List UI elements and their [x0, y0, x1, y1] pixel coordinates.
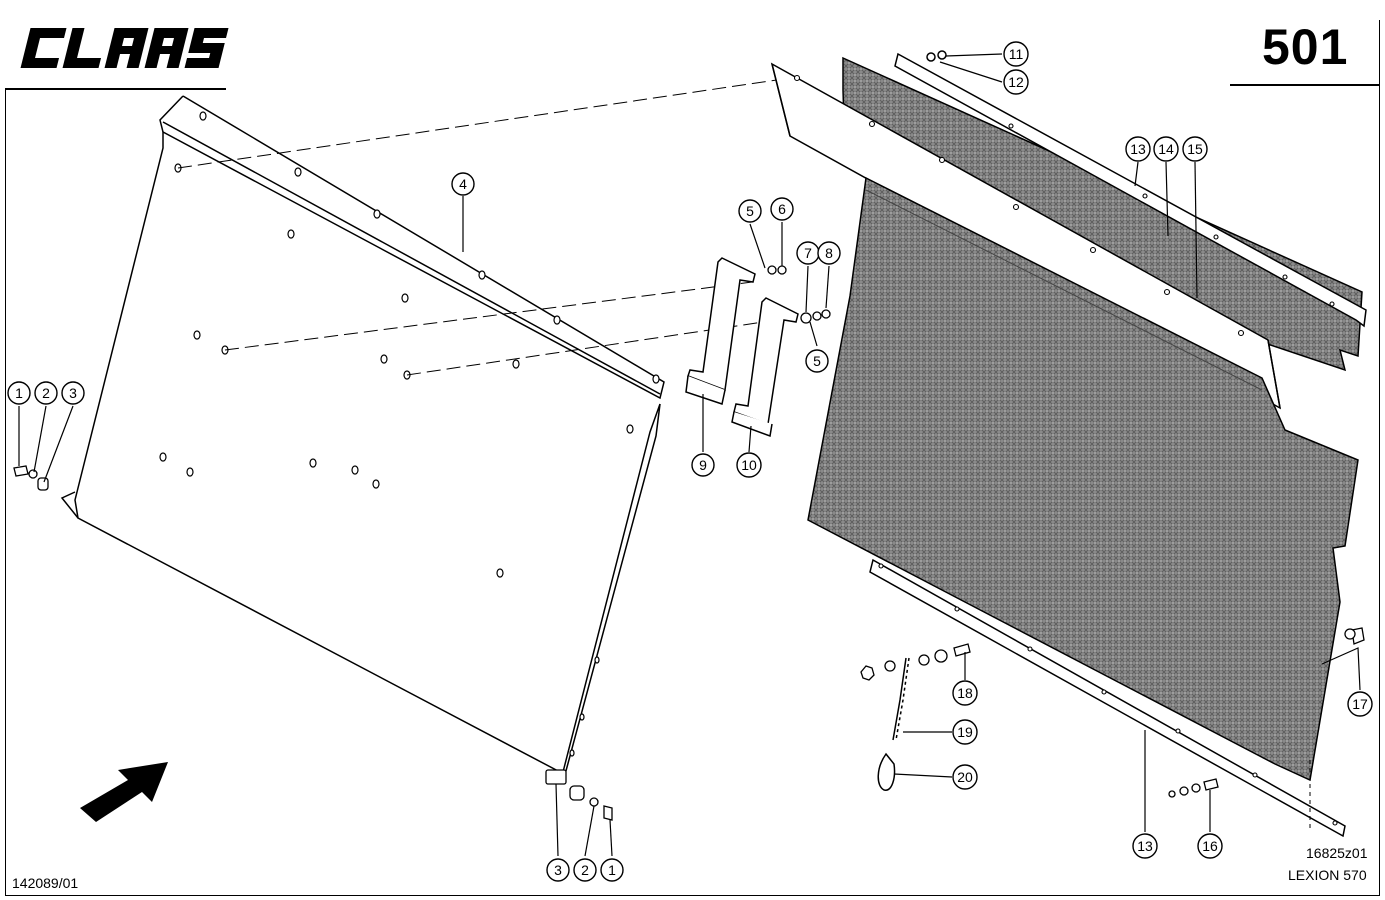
svg-text:4: 4 — [459, 176, 467, 192]
claas-logo — [20, 28, 229, 68]
svg-text:18: 18 — [957, 685, 973, 701]
callout-2: 2 — [573, 858, 597, 882]
callout-8: 8 — [817, 241, 841, 265]
header-rule-left — [6, 88, 226, 90]
callout-11: 11 — [1003, 41, 1029, 67]
callout-1: 1 — [600, 858, 624, 882]
fastener-set-7-8 — [800, 309, 831, 324]
callout-10: 10 — [736, 452, 762, 478]
callout-7: 7 — [796, 241, 820, 265]
fastener-set-1-2-3-left — [13, 465, 49, 491]
chain-19 — [892, 657, 910, 741]
header-rule-right — [1230, 84, 1380, 86]
fastener-set-5-6 — [767, 265, 787, 275]
svg-text:1: 1 — [15, 385, 23, 401]
fastener-set-18 — [860, 643, 971, 681]
callout-9: 9 — [691, 453, 715, 477]
callout-6: 6 — [770, 197, 794, 221]
callout-12: 12 — [1003, 69, 1029, 95]
svg-text:17: 17 — [1352, 696, 1368, 712]
svg-text:9: 9 — [699, 457, 707, 473]
snap-hook-20 — [877, 752, 896, 791]
svg-text:16: 16 — [1202, 838, 1218, 854]
figure-code: 16825z01 — [1306, 845, 1368, 861]
callout-19: 19 — [952, 719, 978, 745]
model-name: LEXION 570 — [1288, 867, 1367, 883]
svg-text:3: 3 — [554, 862, 562, 878]
svg-text:3: 3 — [69, 385, 77, 401]
callout-13: 13 — [1125, 136, 1151, 162]
callout-3: 3 — [61, 381, 85, 405]
page-number: 501 — [1262, 19, 1349, 75]
callout-18: 18 — [952, 680, 978, 706]
callout-20: 20 — [952, 764, 978, 790]
callout-3: 3 — [546, 858, 570, 882]
callout-15: 15 — [1182, 136, 1208, 162]
callout-5: 5 — [805, 349, 829, 373]
frame-right-edge — [1379, 20, 1380, 896]
bracket-10 — [731, 297, 799, 438]
svg-text:14: 14 — [1158, 141, 1174, 157]
callout-4: 4 — [451, 172, 475, 196]
svg-text:11: 11 — [1009, 46, 1024, 62]
leader-lines — [18, 53, 1361, 857]
bracket-9 — [685, 257, 756, 405]
callout-16: 16 — [1197, 833, 1223, 859]
cover-panel — [60, 95, 665, 785]
fastener-set-1-2-3-bottom — [545, 769, 613, 821]
mesh-curtain — [807, 176, 1359, 782]
callout-group: 1 2 3 4 5 6 7 8 5 9 10 11 12 13 14 15 17… — [7, 41, 1373, 882]
fastener-17 — [1344, 627, 1365, 645]
frame-bottom-edge — [5, 895, 1380, 896]
svg-text:2: 2 — [42, 385, 50, 401]
rubber-strip-assembly — [770, 50, 1367, 410]
svg-text:2: 2 — [581, 862, 589, 878]
svg-text:5: 5 — [746, 203, 754, 219]
svg-text:13: 13 — [1137, 838, 1153, 854]
svg-text:10: 10 — [741, 457, 757, 473]
frame-left-edge — [5, 88, 6, 896]
fastener-set-16 — [1168, 778, 1219, 798]
callout-17: 17 — [1347, 691, 1373, 717]
drawing-reference: 142089/01 — [12, 875, 79, 891]
svg-text:12: 12 — [1008, 74, 1024, 90]
svg-text:1: 1 — [608, 862, 616, 878]
callout-13: 13 — [1132, 833, 1158, 859]
svg-text:5: 5 — [813, 353, 821, 369]
svg-text:8: 8 — [825, 245, 833, 261]
callout-5: 5 — [738, 199, 762, 223]
callout-14: 14 — [1153, 136, 1179, 162]
svg-text:6: 6 — [778, 201, 786, 217]
clamp-bar — [869, 558, 1346, 838]
svg-text:20: 20 — [957, 769, 973, 785]
direction-arrow — [80, 762, 168, 822]
svg-text:7: 7 — [804, 245, 812, 261]
svg-text:19: 19 — [957, 724, 973, 740]
callout-1: 1 — [7, 381, 31, 405]
svg-text:13: 13 — [1130, 141, 1146, 157]
svg-text:15: 15 — [1187, 141, 1203, 157]
callout-2: 2 — [34, 381, 58, 405]
